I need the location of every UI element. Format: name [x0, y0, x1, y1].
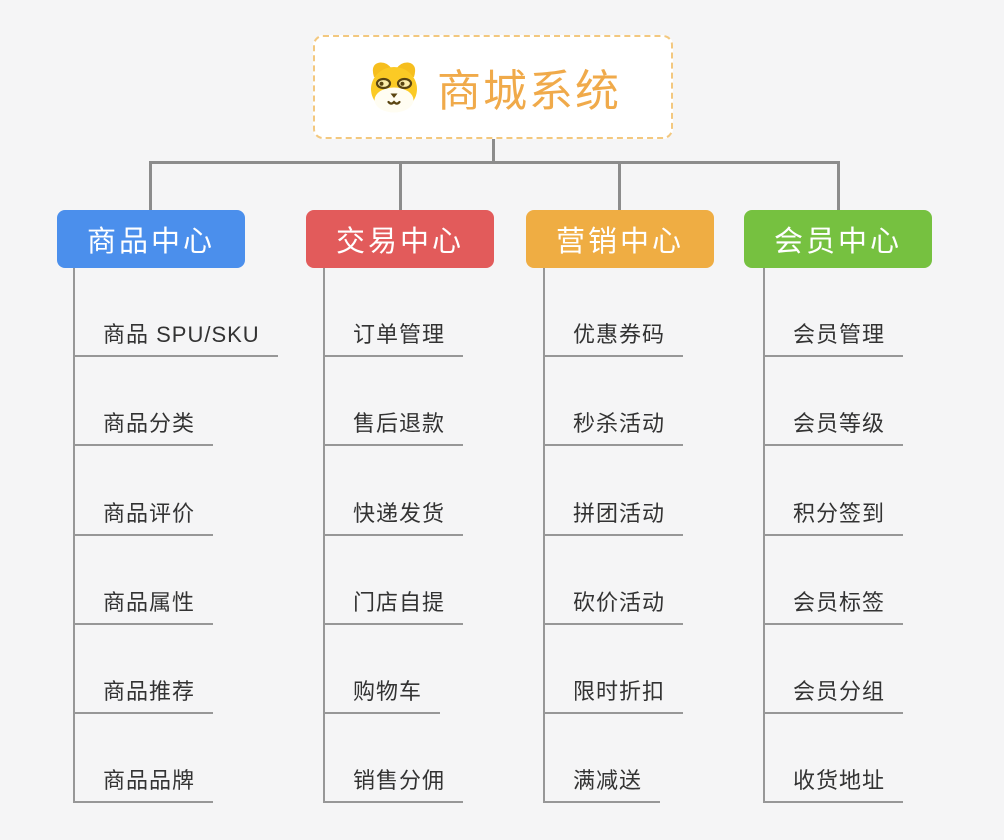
leaf-node[interactable]: 积分签到 [763, 501, 904, 536]
connector-horizontal-bar [149, 161, 840, 164]
connector-stub-products [149, 161, 152, 211]
leaf-node[interactable]: 商品 SPU/SKU [73, 322, 278, 357]
leaf-node[interactable]: 会员标签 [763, 590, 904, 625]
leaf-node[interactable]: 砍价活动 [543, 590, 684, 625]
leaf-node[interactable]: 门店自提 [323, 590, 464, 625]
leaf-node[interactable]: 商品推荐 [73, 679, 214, 714]
branch-node-trade[interactable]: 交易中心 [306, 210, 494, 268]
leaf-node[interactable]: 会员管理 [763, 322, 904, 357]
branch-label: 营销中心 [555, 226, 684, 258]
connector-stub-members [837, 161, 840, 211]
leaf-node[interactable]: 商品分类 [73, 411, 214, 446]
branch-label: 交易中心 [335, 226, 464, 258]
leaf-node[interactable]: 限时折扣 [543, 679, 684, 714]
leaf-node[interactable]: 售后退款 [323, 411, 464, 446]
connector-stub-marketing [618, 161, 621, 211]
connector-stub-trade [399, 161, 402, 211]
leaf-node[interactable]: 销售分佣 [323, 768, 464, 803]
leaf-node[interactable]: 购物车 [323, 679, 441, 714]
dog-face-icon [365, 60, 423, 114]
leaf-node[interactable]: 优惠券码 [543, 322, 684, 357]
connector-root-vertical [492, 139, 495, 164]
leaf-node[interactable]: 商品评价 [73, 501, 214, 536]
branch-node-products[interactable]: 商品中心 [57, 210, 245, 268]
root-node[interactable]: 商城系统 [313, 35, 673, 139]
leaf-node[interactable]: 收货地址 [763, 768, 904, 803]
leaf-node[interactable]: 快递发货 [323, 501, 464, 536]
branch-node-marketing[interactable]: 营销中心 [526, 210, 714, 268]
leaf-node[interactable]: 商品属性 [73, 590, 214, 625]
branch-label: 会员中心 [773, 226, 902, 258]
root-title: 商城系统 [437, 67, 621, 116]
leaf-node[interactable]: 会员等级 [763, 411, 904, 446]
leaf-node[interactable]: 秒杀活动 [543, 411, 684, 446]
leaf-node[interactable]: 拼团活动 [543, 501, 684, 536]
leaf-node[interactable]: 订单管理 [323, 322, 464, 357]
leaf-node[interactable]: 满减送 [543, 768, 661, 803]
branch-node-members[interactable]: 会员中心 [744, 210, 932, 268]
branch-label: 商品中心 [86, 226, 215, 258]
leaf-node[interactable]: 商品品牌 [73, 768, 214, 803]
leaf-node[interactable]: 会员分组 [763, 679, 904, 714]
